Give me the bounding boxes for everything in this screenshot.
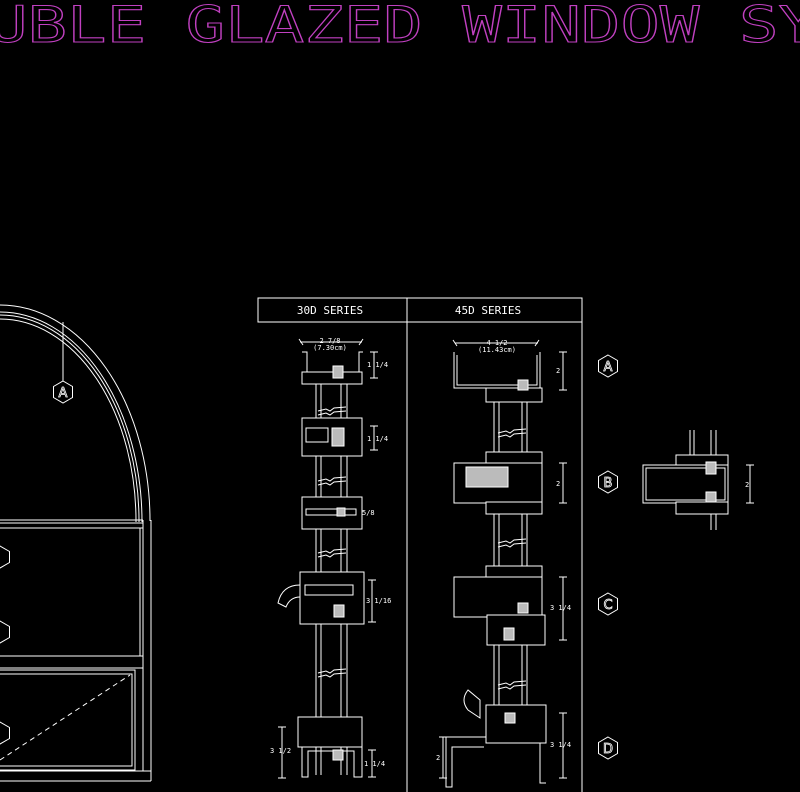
svg-text:B: B: [604, 476, 613, 491]
dim-30d-width: 2 7/8: [319, 337, 340, 345]
window-elevation: A: [0, 304, 152, 782]
dim-30d-width-metric: (7.30cm): [313, 344, 347, 352]
section-45d: 4 1/2 (11.43cm) 2 2 3 1/4 3 1/4 2: [436, 339, 571, 788]
dim-45d-width-metric: (11.43cm): [478, 346, 516, 354]
dim-30d-6: 1 1/4: [364, 760, 385, 768]
callout-c-partial: [0, 620, 10, 644]
dim-45d-1: 2: [556, 367, 560, 375]
dim-45d-4: 3 1/4: [550, 741, 571, 749]
callout-b-partial: [0, 545, 10, 569]
drawing-title: UBLE GLAZED WINDOW SY: [0, 0, 800, 54]
dim-45d-3: 3 1/4: [550, 604, 571, 612]
section-callout-a: A: [598, 354, 618, 378]
dim-45d-2: 2: [556, 480, 560, 488]
svg-text:A: A: [59, 386, 68, 401]
svg-text:C: C: [603, 598, 612, 613]
header-30d-series: 30D SERIES: [297, 304, 363, 317]
section-callout-b: B: [598, 470, 618, 494]
svg-text:D: D: [603, 742, 613, 757]
dim-30d-1: 1 1/4: [367, 361, 388, 369]
svg-text:A: A: [604, 360, 613, 375]
dim-30d-4: 3 1/16: [366, 597, 391, 605]
mullion-detail: 2: [642, 430, 754, 530]
dim-45d-width: 4 1/2: [486, 339, 507, 347]
dim-30d-2: 1 1/4: [367, 435, 388, 443]
callout-a-elevation: A: [53, 380, 73, 404]
dim-30d-3: 5/8: [362, 509, 375, 517]
callout-d-partial: [0, 721, 10, 745]
section-callout-d: D: [598, 736, 618, 760]
section-callout-c: C: [598, 592, 618, 616]
dim-detail: 2: [745, 481, 749, 489]
header-45d-series: 45D SERIES: [455, 304, 521, 317]
section-30d: 2 7/8 (7.30cm) 1 1/4 1 1/4 5/8 3 1/16 3 …: [270, 337, 391, 779]
series-table: 30D SERIES 45D SERIES: [257, 297, 583, 792]
dim-45d-5: 2: [436, 754, 440, 762]
dim-30d-5: 3 1/2: [270, 747, 291, 755]
